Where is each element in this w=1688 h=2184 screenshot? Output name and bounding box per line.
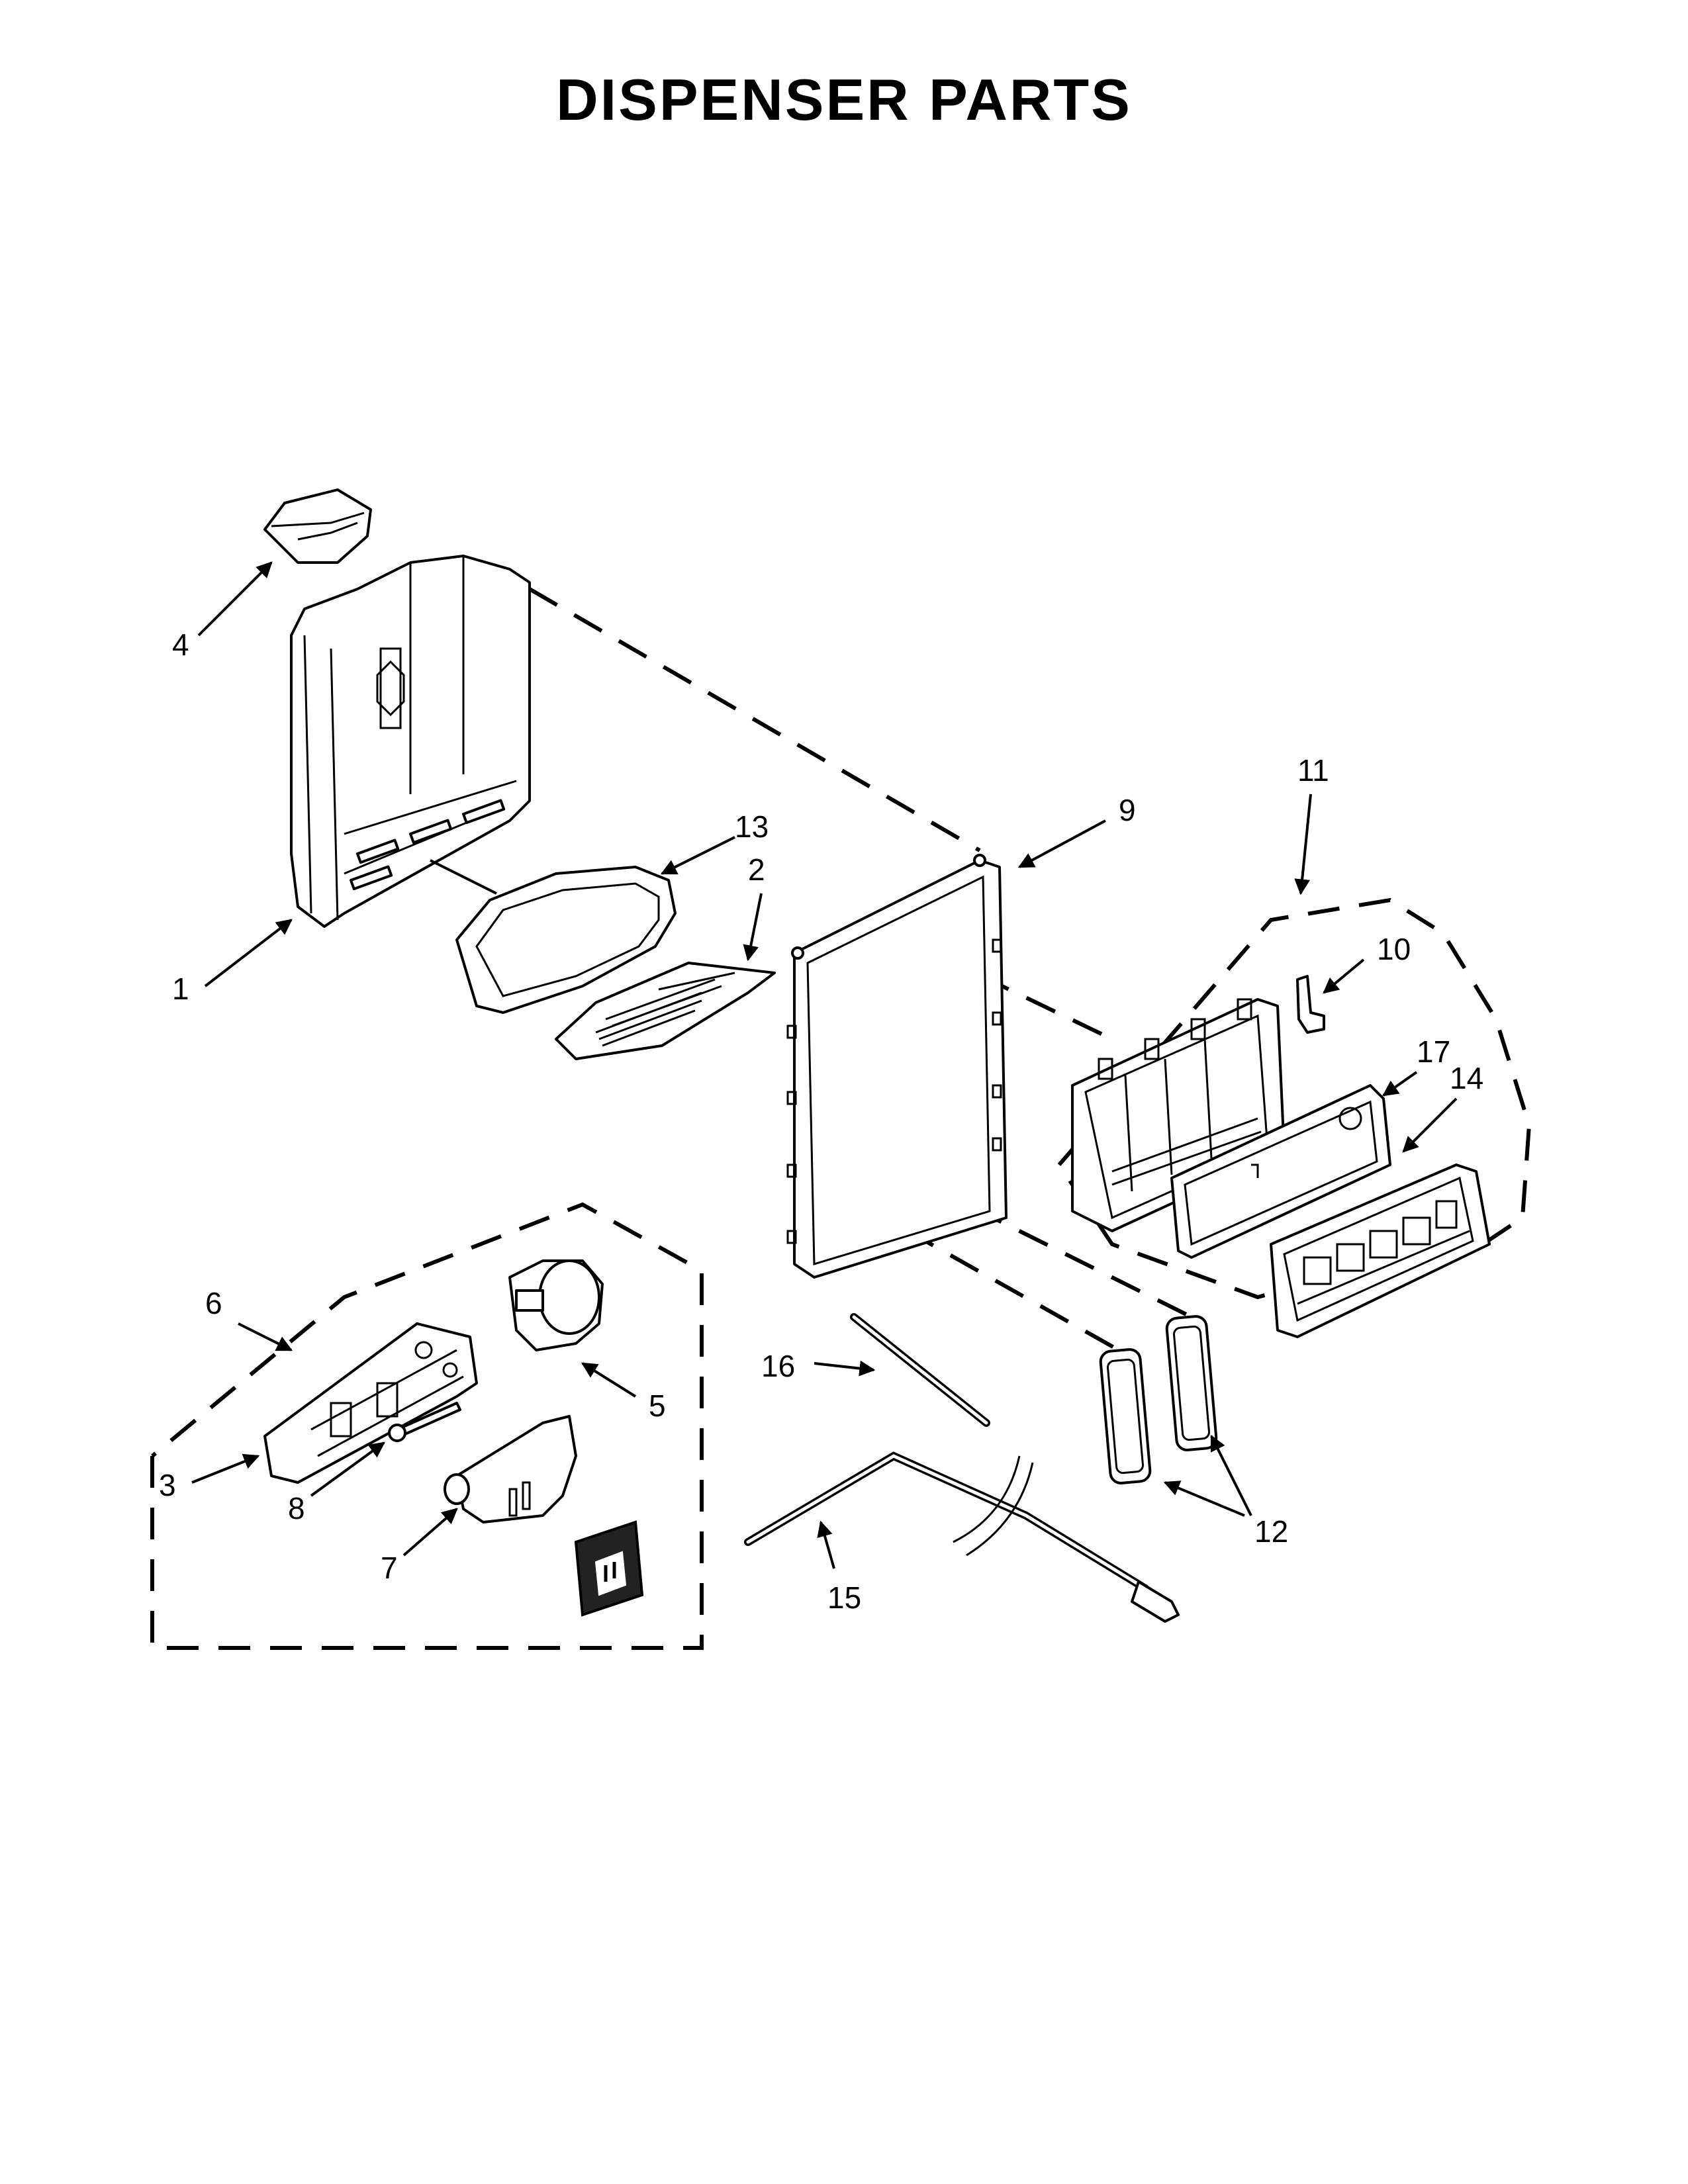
part-6-dispenser-bracket	[263, 1322, 478, 1484]
callout-13: 13	[735, 809, 769, 844]
callout-5: 5	[649, 1388, 666, 1423]
callout-11: 11	[1297, 753, 1329, 788]
callout-2: 2	[748, 852, 765, 887]
part-2-drip-tray-grille	[555, 962, 776, 1060]
part-8-screw	[388, 1402, 461, 1442]
callout-labels: 1 2 3 4 5 6 7 8 9 10 11 12 13 14 15 16 1…	[159, 627, 1483, 1615]
part-17-control-bracket	[1170, 1084, 1391, 1259]
callout-14: 14	[1450, 1061, 1483, 1095]
part-15-water-tube	[744, 1451, 1180, 1623]
callout-4: 4	[172, 627, 189, 662]
solenoid-magnet	[574, 1520, 644, 1617]
callout-8: 8	[288, 1491, 305, 1525]
callout-12: 12	[1254, 1514, 1288, 1549]
page-title: DISPENSER PARTS	[556, 67, 1132, 132]
part-13-drip-tray	[455, 866, 677, 1014]
callout-leaders	[191, 561, 1458, 1569]
part-12-dispenser-pads	[1099, 1315, 1218, 1484]
callout-16: 16	[761, 1349, 795, 1383]
part-14-user-interface	[1270, 1163, 1491, 1338]
callout-3: 3	[159, 1468, 176, 1502]
part-1-dispenser-housing	[290, 555, 531, 928]
callout-15: 15	[827, 1580, 861, 1615]
assembly-dashed-lines	[150, 587, 1532, 1650]
part-7-actuator	[444, 1415, 577, 1524]
part-5-auger-motor	[508, 1259, 604, 1351]
callout-10: 10	[1377, 932, 1411, 966]
callout-17: 17	[1417, 1034, 1450, 1069]
callout-6: 6	[205, 1286, 222, 1320]
callout-7: 7	[381, 1551, 398, 1585]
callout-9: 9	[1119, 793, 1136, 827]
part-4-ice-chute-cup	[263, 488, 372, 564]
part-10-clip	[1296, 975, 1325, 1034]
part-9-dispenser-frame	[786, 854, 1008, 1279]
part-16-rod	[850, 1313, 990, 1427]
callout-1: 1	[172, 972, 189, 1006]
